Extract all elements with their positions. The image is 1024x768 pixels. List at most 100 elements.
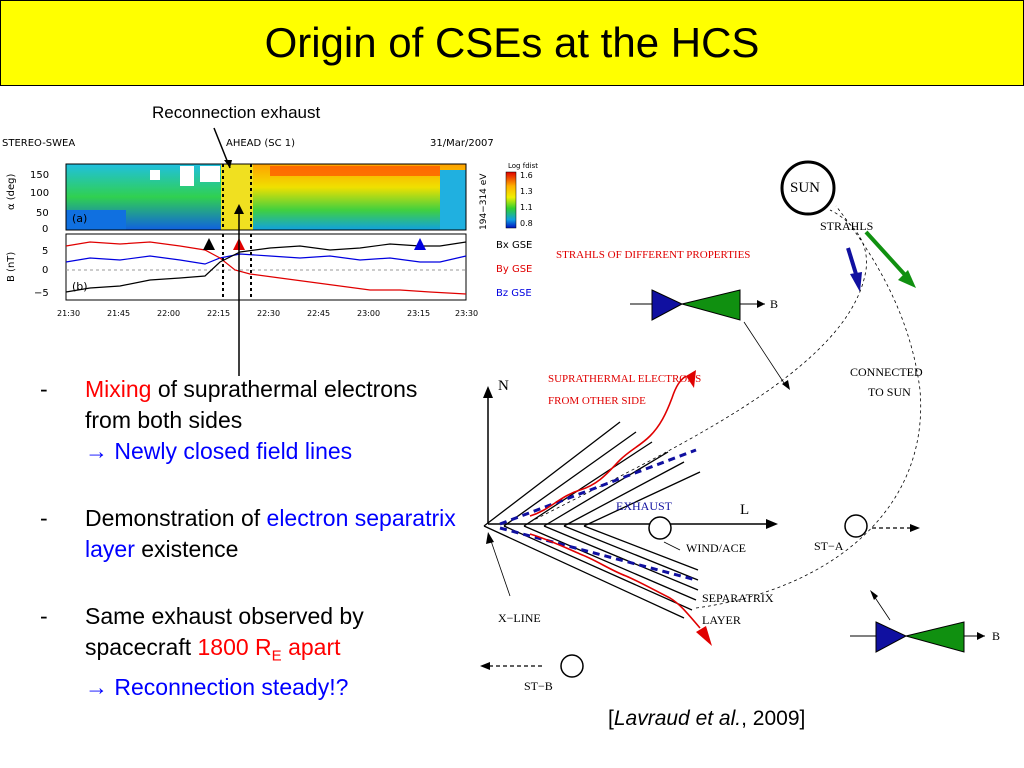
colorbar-tick-1: 1.6 xyxy=(520,171,533,180)
colorbar-tick-4: 0.8 xyxy=(520,219,533,228)
magnetic-field-panel xyxy=(65,233,467,301)
panel-b-ytick-5: 5 xyxy=(42,246,48,257)
citation-author: Lavraud et al. xyxy=(613,707,742,730)
panel-a-energy-label: 194−314 eV xyxy=(479,173,489,230)
connected-label-1: CONNECTED xyxy=(850,365,923,379)
xtick: 22:00 xyxy=(157,309,180,318)
legend-by: By GSE xyxy=(496,264,532,275)
bullet-text: existence xyxy=(134,536,239,562)
upper-field-bowtie xyxy=(630,289,765,321)
panel-a-ylabel: α (deg) xyxy=(6,173,17,210)
colorbar-title: Log fdist xyxy=(508,162,538,170)
panel-b-ylabel: B (nT) xyxy=(6,252,17,282)
strahls-label: STRAHLS xyxy=(820,219,873,233)
bullet-separatrix: - Demonstration of electron separatrix l… xyxy=(40,503,460,565)
plot-header-center: AHEAD (SC 1) xyxy=(226,138,295,149)
xtick: 23:00 xyxy=(357,309,380,318)
wind-ace-label: WIND/ACE xyxy=(686,541,746,555)
suprathermal-arrow-icon xyxy=(686,370,696,388)
separatrix-text: electron separatrix layer xyxy=(85,505,456,562)
colorbar-tick-3: 1.1 xyxy=(520,203,533,212)
slide-title: Origin of CSEs at the HCS xyxy=(264,19,760,66)
electron-path-upper xyxy=(529,375,687,517)
field-lines xyxy=(483,421,701,619)
blue-arrow-marker-icon xyxy=(414,238,426,250)
panel-b-ytick-0: 0 xyxy=(42,265,48,276)
wind-ace-spacecraft xyxy=(648,516,672,540)
bullet-text: Demonstration of xyxy=(85,505,267,531)
bullet-dash: - xyxy=(40,505,48,531)
reconnection-diagram: SUN STRAHLS STRAHLS OF DIFFERENT PROPERT… xyxy=(480,160,1000,693)
bullet-text: Same exhaust observed by spacecraft xyxy=(85,603,364,660)
x-axis: 21:30 21:45 22:00 22:15 22:30 22:45 23:0… xyxy=(57,309,478,318)
st-b-spacecraft xyxy=(560,654,584,678)
sun-circle xyxy=(780,160,836,216)
connected-field-line-upper xyxy=(529,209,867,523)
panel-b-label: (b) xyxy=(72,280,88,293)
xtick: 21:30 xyxy=(57,309,80,318)
upper-b-label: B xyxy=(770,297,778,311)
connected-label-2: TO SUN xyxy=(868,385,911,399)
electron-path-lower xyxy=(529,533,701,629)
legend-bz: Bz GSE xyxy=(496,288,532,299)
strahls-different-label: STRAHLS OF DIFFERENT PROPERTIES xyxy=(556,249,750,261)
separatrix-lower xyxy=(499,526,697,582)
reconnection-exhaust-label: Reconnection exhaust xyxy=(152,103,321,122)
bullet-text: of suprathermal electrons from both side… xyxy=(85,376,418,433)
colorbar xyxy=(505,171,517,229)
distance-value: 1800 R xyxy=(197,634,272,660)
panel-a-ytick-100: 100 xyxy=(30,188,49,199)
exhaust-label: EXHAUST xyxy=(616,499,673,513)
plot-header-right: 31/Mar/2007 xyxy=(430,138,494,149)
x-line-label: X−LINE xyxy=(498,611,541,625)
panel-a-ytick-150: 150 xyxy=(30,170,49,181)
xtick: 23:15 xyxy=(407,309,430,318)
distance-subscript: E xyxy=(271,647,282,665)
distance-suffix: apart xyxy=(281,634,341,660)
n-axis-label: N xyxy=(498,378,509,394)
suprathermal-label-2: FROM OTHER SIDE xyxy=(548,395,646,407)
by-series xyxy=(65,241,467,295)
separatrix-upper xyxy=(499,448,697,526)
panel-b-ytick-m5: −5 xyxy=(34,288,49,299)
citation-year: , 2009] xyxy=(741,707,806,730)
pitch-angle-spectrogram xyxy=(65,163,467,231)
black-arrow-marker-icon xyxy=(203,238,215,250)
bx-series xyxy=(65,241,467,293)
legend-bx: Bx GSE xyxy=(496,240,532,251)
separatrix-label-2: LAYER xyxy=(702,613,741,627)
colorbar-tick-2: 1.3 xyxy=(520,187,533,196)
bz-series xyxy=(65,253,467,265)
citation-open: [ xyxy=(608,707,614,730)
xtick: 22:15 xyxy=(207,309,230,318)
xtick: 21:45 xyxy=(107,309,130,318)
mixing-text: Mixing xyxy=(85,376,152,402)
panel-a-ytick-50: 50 xyxy=(36,208,49,219)
panel-a-ytick-0: 0 xyxy=(42,224,48,235)
suprathermal-label-1: SUPRATHERMAL ELECTRONS xyxy=(548,373,701,385)
separatrix-arrow-icon xyxy=(696,626,712,646)
plot-header-left: STEREO-SWEA xyxy=(2,138,75,149)
panel-a-label: (a) xyxy=(72,212,87,225)
xtick: 23:30 xyxy=(455,309,478,318)
bullet-mixing: - Mixing of suprathermal electrons from … xyxy=(40,374,460,467)
lower-field-bowtie xyxy=(850,621,985,653)
separatrix-label-1: SEPARATRIX xyxy=(702,591,774,605)
lower-b-label: B xyxy=(992,629,1000,643)
bullet-dash: - xyxy=(40,603,48,629)
xtick: 22:30 xyxy=(257,309,280,318)
title-bar: Origin of CSEs at the HCS xyxy=(0,0,1024,86)
bullet-list: - Mixing of suprathermal electrons from … xyxy=(40,374,460,739)
l-axis-label: L xyxy=(740,502,749,518)
pointer-lines xyxy=(213,127,244,376)
st-b-label: ST−B xyxy=(524,679,553,693)
strahl-blue-arrow-icon xyxy=(850,272,862,292)
stereo-swea-plot: STEREO-SWEA AHEAD (SC 1) 31/Mar/2007 (a)… xyxy=(2,138,538,318)
st-a-spacecraft xyxy=(844,514,868,538)
xtick: 22:45 xyxy=(307,309,330,318)
st-a-label: ST−A xyxy=(814,539,844,553)
sun-label: SUN xyxy=(790,180,820,196)
bullet-conclusion: → Reconnection steady!? xyxy=(85,673,349,700)
bullet-dash: - xyxy=(40,376,48,402)
strahl-green-arrow-icon xyxy=(898,270,916,288)
